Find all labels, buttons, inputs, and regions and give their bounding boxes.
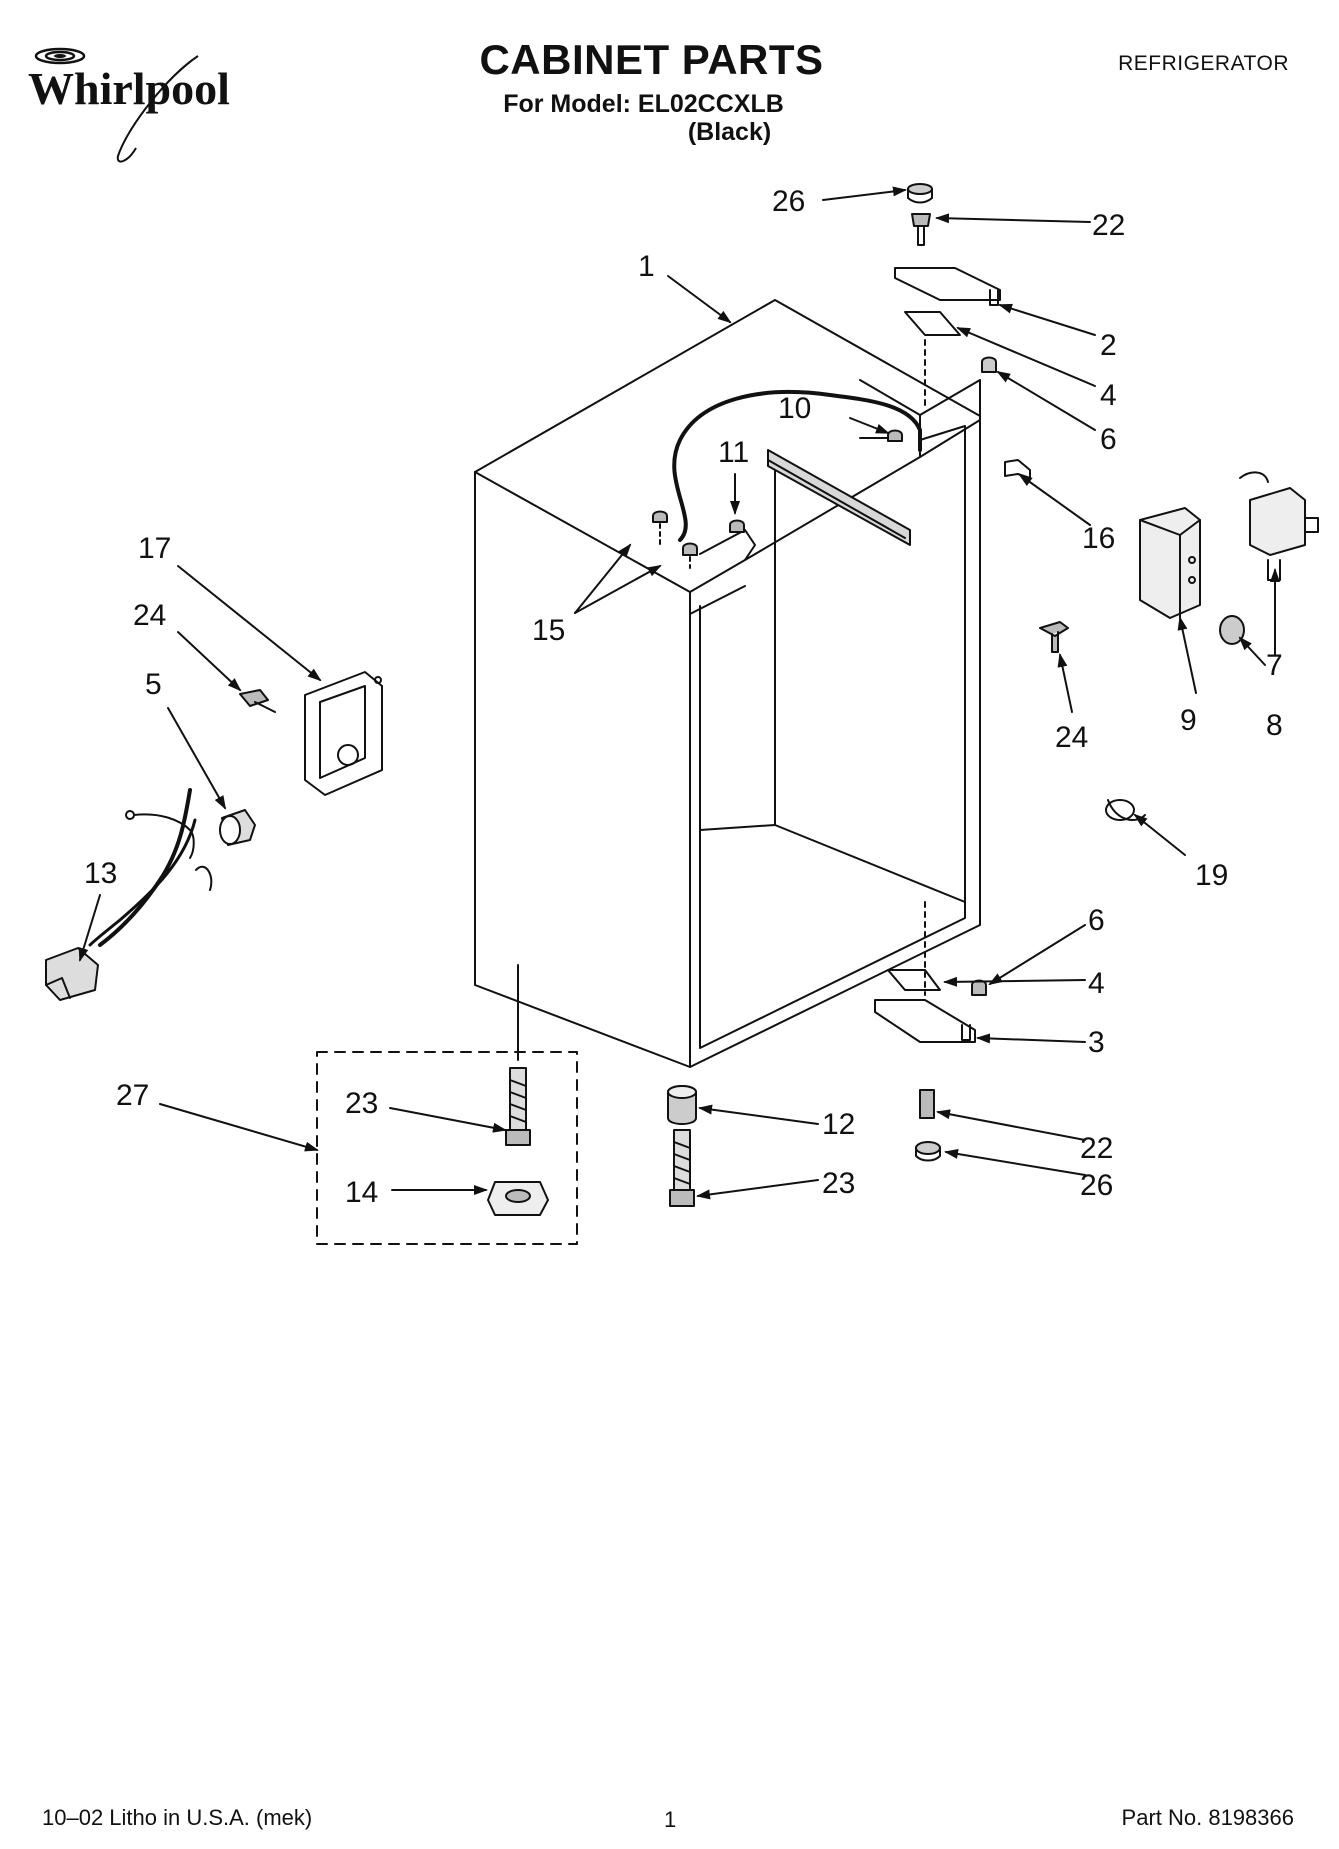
control-knob xyxy=(1219,615,1245,645)
cabinet-shell xyxy=(474,299,981,1068)
callout-7: 7 xyxy=(1266,649,1283,682)
callout-16: 16 xyxy=(1082,522,1115,555)
mounting-bracket xyxy=(304,671,383,796)
callout-15: 15 xyxy=(532,614,565,647)
page-title: CABINET PARTS xyxy=(479,36,824,83)
callout-1: 1 xyxy=(638,250,655,283)
control-housing xyxy=(1139,507,1201,619)
callout-8: 8 xyxy=(1266,709,1283,742)
product-category: REFRIGERATOR xyxy=(1118,52,1289,75)
callout-22-bottom: 22 xyxy=(1080,1132,1113,1165)
leader-lines xyxy=(78,186,1280,1200)
spacer-and-leg xyxy=(667,1085,697,1207)
callout-2: 2 xyxy=(1100,329,1117,362)
callout-22: 22 xyxy=(1092,209,1125,242)
callout-10: 10 xyxy=(778,392,811,425)
model-line: For Model: EL02CCXLB xyxy=(503,90,784,118)
whirlpool-logo: Whirlpool xyxy=(28,47,230,163)
bottom-hinge-assembly xyxy=(874,901,987,1162)
callout-13: 13 xyxy=(84,857,117,890)
callout-4: 4 xyxy=(1100,379,1117,412)
callout-27: 27 xyxy=(116,1079,149,1112)
callout-26: 26 xyxy=(772,185,805,218)
power-cord xyxy=(45,788,213,1001)
light-socket xyxy=(219,809,256,846)
callout-5: 5 xyxy=(145,668,162,701)
footer-print-info: 10–02 Litho in U.S.A. (mek) xyxy=(42,1805,313,1830)
callout-12: 12 xyxy=(822,1108,855,1141)
callout-11: 11 xyxy=(718,436,749,469)
callout-23: 23 xyxy=(345,1087,378,1120)
color-line: (Black) xyxy=(687,118,772,146)
callout-3: 3 xyxy=(1088,1026,1105,1059)
screw-part xyxy=(239,689,276,713)
callout-26-bottom: 26 xyxy=(1080,1169,1113,1202)
thermostat-control xyxy=(1239,471,1319,581)
page-number: 1 xyxy=(664,1807,677,1832)
callout-24-right: 24 xyxy=(1055,721,1088,754)
wire-grommet xyxy=(1105,799,1146,821)
clip-part xyxy=(1004,459,1031,479)
part-number: Part No. 8198366 xyxy=(1121,1805,1294,1830)
cabinet-top-screws xyxy=(652,429,903,569)
callout-24: 24 xyxy=(133,599,166,632)
callout-6: 6 xyxy=(1100,423,1117,456)
top-hinge-assembly xyxy=(894,183,1001,411)
hex-nut xyxy=(487,1181,549,1216)
callout-9: 9 xyxy=(1180,704,1197,737)
leveling-kit-outline xyxy=(316,1051,578,1245)
callout-6-bottom: 6 xyxy=(1088,904,1105,937)
callout-4-bottom: 4 xyxy=(1088,967,1105,1000)
callout-23-middle: 23 xyxy=(822,1167,855,1200)
leveling-leg-left xyxy=(505,1067,531,1146)
screw-part xyxy=(1039,621,1069,653)
callout-17: 17 xyxy=(138,532,171,565)
callout-14: 14 xyxy=(345,1176,378,1209)
callout-labels: 26 22 1 2 4 6 10 11 16 17 24 15 5 9 7 8 … xyxy=(84,185,1283,1209)
callout-19: 19 xyxy=(1195,859,1228,892)
svg-text:Whirlpool: Whirlpool xyxy=(28,63,230,114)
